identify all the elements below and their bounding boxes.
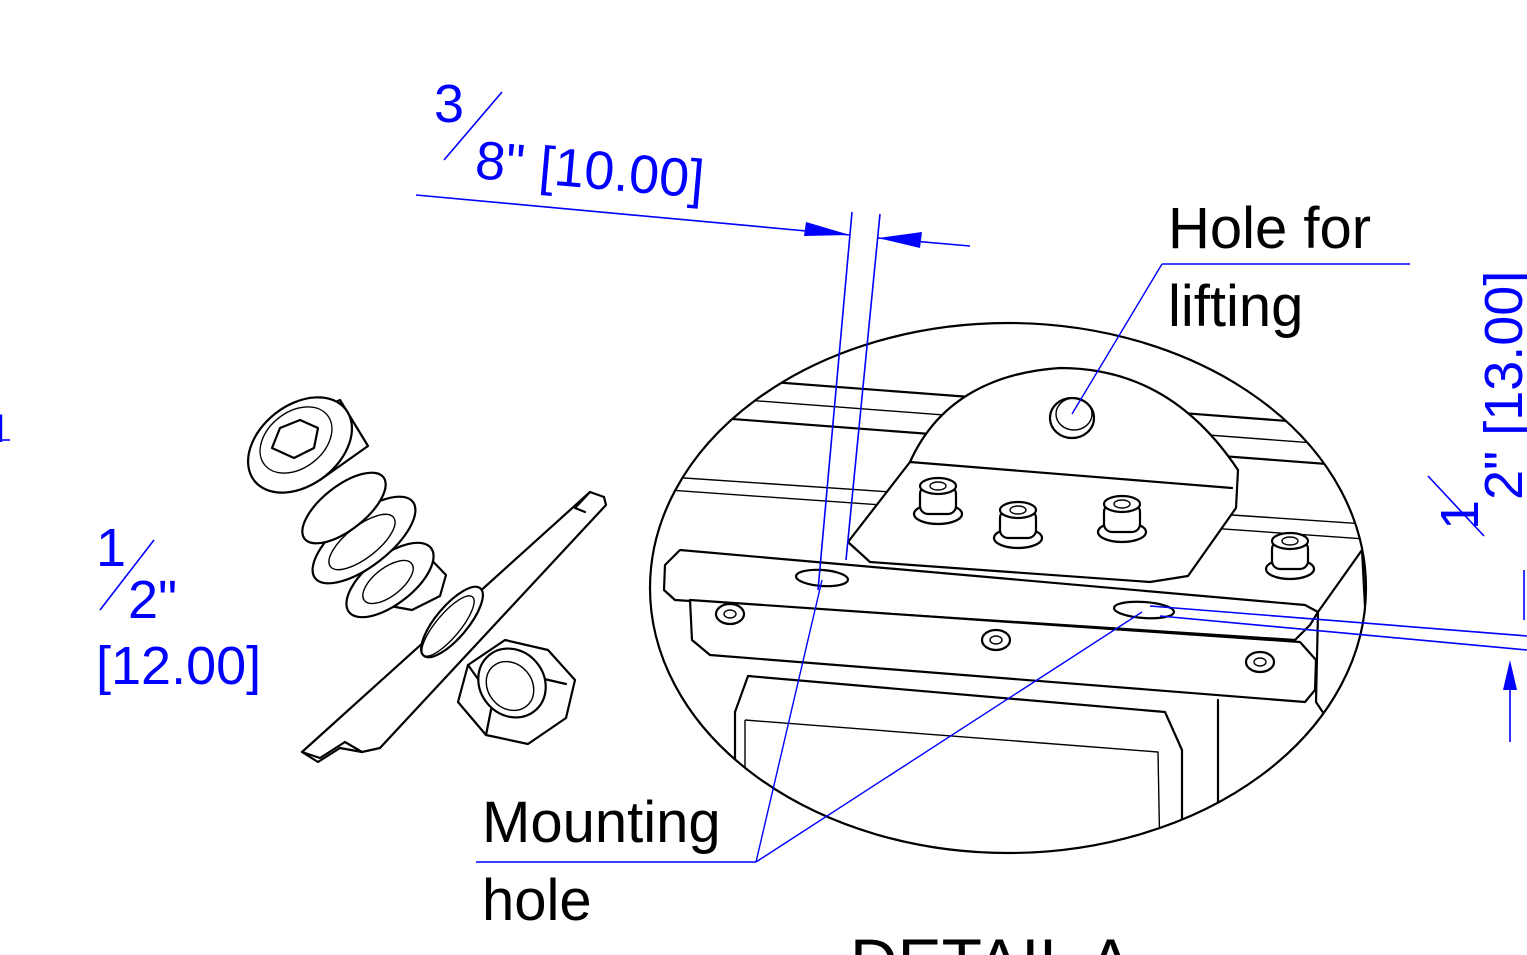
right-dim-value: 2" [13.00] bbox=[1474, 271, 1527, 500]
dimension-right bbox=[1149, 570, 1527, 742]
lower-frame bbox=[733, 674, 1220, 853]
hex-nut bbox=[456, 638, 577, 746]
leader-lifting bbox=[1071, 263, 1410, 415]
left-dim-numerator: 1 bbox=[96, 518, 126, 578]
lifting-plate bbox=[846, 366, 1240, 584]
label-mounting: Mounting hole bbox=[482, 790, 721, 933]
fastener-assembly bbox=[246, 396, 608, 764]
lifting-label-line1: Hole for bbox=[1168, 196, 1371, 261]
bolt-and-washers bbox=[246, 396, 448, 619]
top-dim-value: 8" [10.00] bbox=[473, 130, 707, 210]
mounting-bar bbox=[662, 548, 1366, 722]
detail-view bbox=[648, 321, 1368, 855]
left-dim-metric: [12.00] bbox=[96, 636, 261, 696]
lifting-label-line2: lifting bbox=[1168, 274, 1303, 339]
mounting-label-line2: hole bbox=[482, 868, 592, 933]
top-dim-numerator: 3 bbox=[434, 74, 464, 134]
dim-text-right: 1 2" [13.00] bbox=[1427, 271, 1527, 537]
label-lifting: Hole for lifting bbox=[1168, 196, 1371, 339]
detail-circle bbox=[648, 321, 1368, 855]
edge-fragment: ] bbox=[0, 410, 10, 443]
right-dim-numerator: 1 bbox=[1430, 500, 1490, 530]
plate-bolts bbox=[714, 476, 1316, 674]
detail-title: DETAIL A bbox=[850, 925, 1132, 955]
edge-partial-dim: ] bbox=[0, 410, 4, 443]
mounting-label-line1: Mounting bbox=[482, 790, 721, 855]
angled-plate bbox=[300, 490, 608, 764]
dim-text-left: 1 2" [12.00] bbox=[96, 518, 261, 696]
left-dim-denominator: 2" bbox=[128, 570, 177, 630]
dimension-top bbox=[415, 194, 971, 591]
leader-mounting bbox=[476, 579, 1143, 863]
dim-text-top: 3 8" [10.00] bbox=[434, 74, 707, 210]
